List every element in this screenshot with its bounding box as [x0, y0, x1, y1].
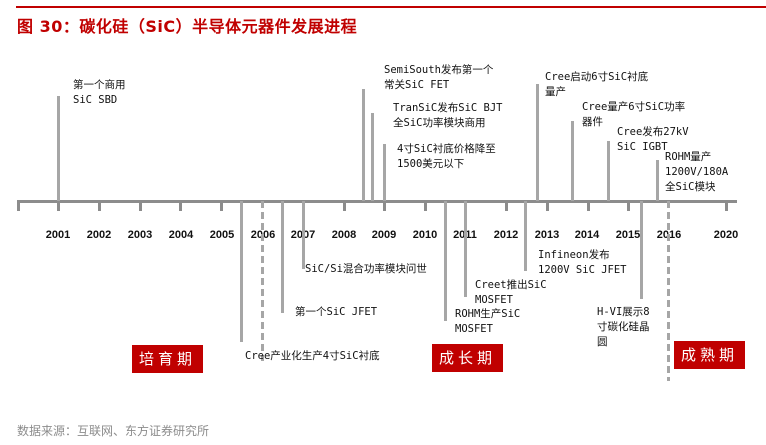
axis-tick: [57, 200, 60, 211]
axis-tick: [179, 200, 182, 211]
axis-tick-end: [725, 200, 728, 211]
phase-divider-2006: [261, 201, 264, 361]
axis-tick: [98, 200, 101, 211]
axis-tick: [220, 200, 223, 211]
event-stem: [302, 201, 305, 269]
event-stem: [524, 201, 527, 271]
title-rule: [16, 6, 766, 8]
year-label: 2010: [412, 229, 438, 241]
axis-tick: [587, 200, 590, 211]
event-stem: [640, 201, 643, 299]
event-2012-cree-6inch: Cree启动6寸SiC衬底量产: [545, 71, 649, 98]
event-stem: [371, 113, 374, 201]
year-label: 2020: [713, 229, 739, 241]
year-label: 2004: [168, 229, 194, 241]
year-label: 2001: [45, 229, 71, 241]
event-stem: [57, 96, 60, 201]
event-stem: [362, 89, 365, 201]
year-label: 2002: [86, 229, 112, 241]
year-label: 2015: [615, 229, 641, 241]
event-2006-jfet: 第一个SiC JFET: [295, 306, 378, 318]
year-label: 2008: [331, 229, 357, 241]
axis-tick: [627, 200, 630, 211]
year-label: 2003: [127, 229, 153, 241]
axis-tick: [383, 200, 386, 211]
event-2013-cree-devices: Cree量产6寸SiC功率器件: [582, 101, 686, 128]
timeline-axis: [17, 200, 737, 203]
event-stem: [571, 121, 574, 201]
axis-tick: [546, 200, 549, 211]
event-stem: [464, 201, 467, 297]
phase-label-growth: 成长期: [432, 344, 503, 372]
event-stem: [607, 141, 610, 201]
event-stem: [240, 201, 243, 342]
event-2008-semisouth: SemiSouth发布第一个常关SiC FET: [384, 64, 494, 91]
year-label: 2014: [574, 229, 600, 241]
event-stem: [444, 201, 447, 321]
phase-label-maturity: 成熟期: [674, 341, 745, 369]
axis-tick: [343, 200, 346, 211]
axis-tick: [505, 200, 508, 211]
figure-title: 图 30：碳化硅（SiC）半导体元器件发展进程: [17, 17, 358, 36]
event-stem: [281, 201, 284, 313]
year-label: 2013: [534, 229, 560, 241]
event-2005-cree-4inch: Cree产业化生产4寸SiC衬底: [245, 350, 380, 362]
year-label: 2012: [493, 229, 519, 241]
year-label: 2009: [371, 229, 397, 241]
data-source-note: 数据来源：互联网、东方证券研究所: [17, 424, 210, 438]
axis-tick-start: [17, 200, 20, 211]
phase-label-incubation: 培育期: [132, 345, 203, 373]
phase-divider-2016: [667, 201, 670, 381]
event-stem: [383, 144, 386, 201]
event-2007-hybrid-module: SiC/Si混合功率模块问世: [305, 263, 427, 275]
event-stem: [536, 84, 539, 201]
year-label: 2005: [209, 229, 235, 241]
axis-tick: [139, 200, 142, 211]
event-stem: [656, 160, 659, 201]
axis-tick: [424, 200, 427, 211]
